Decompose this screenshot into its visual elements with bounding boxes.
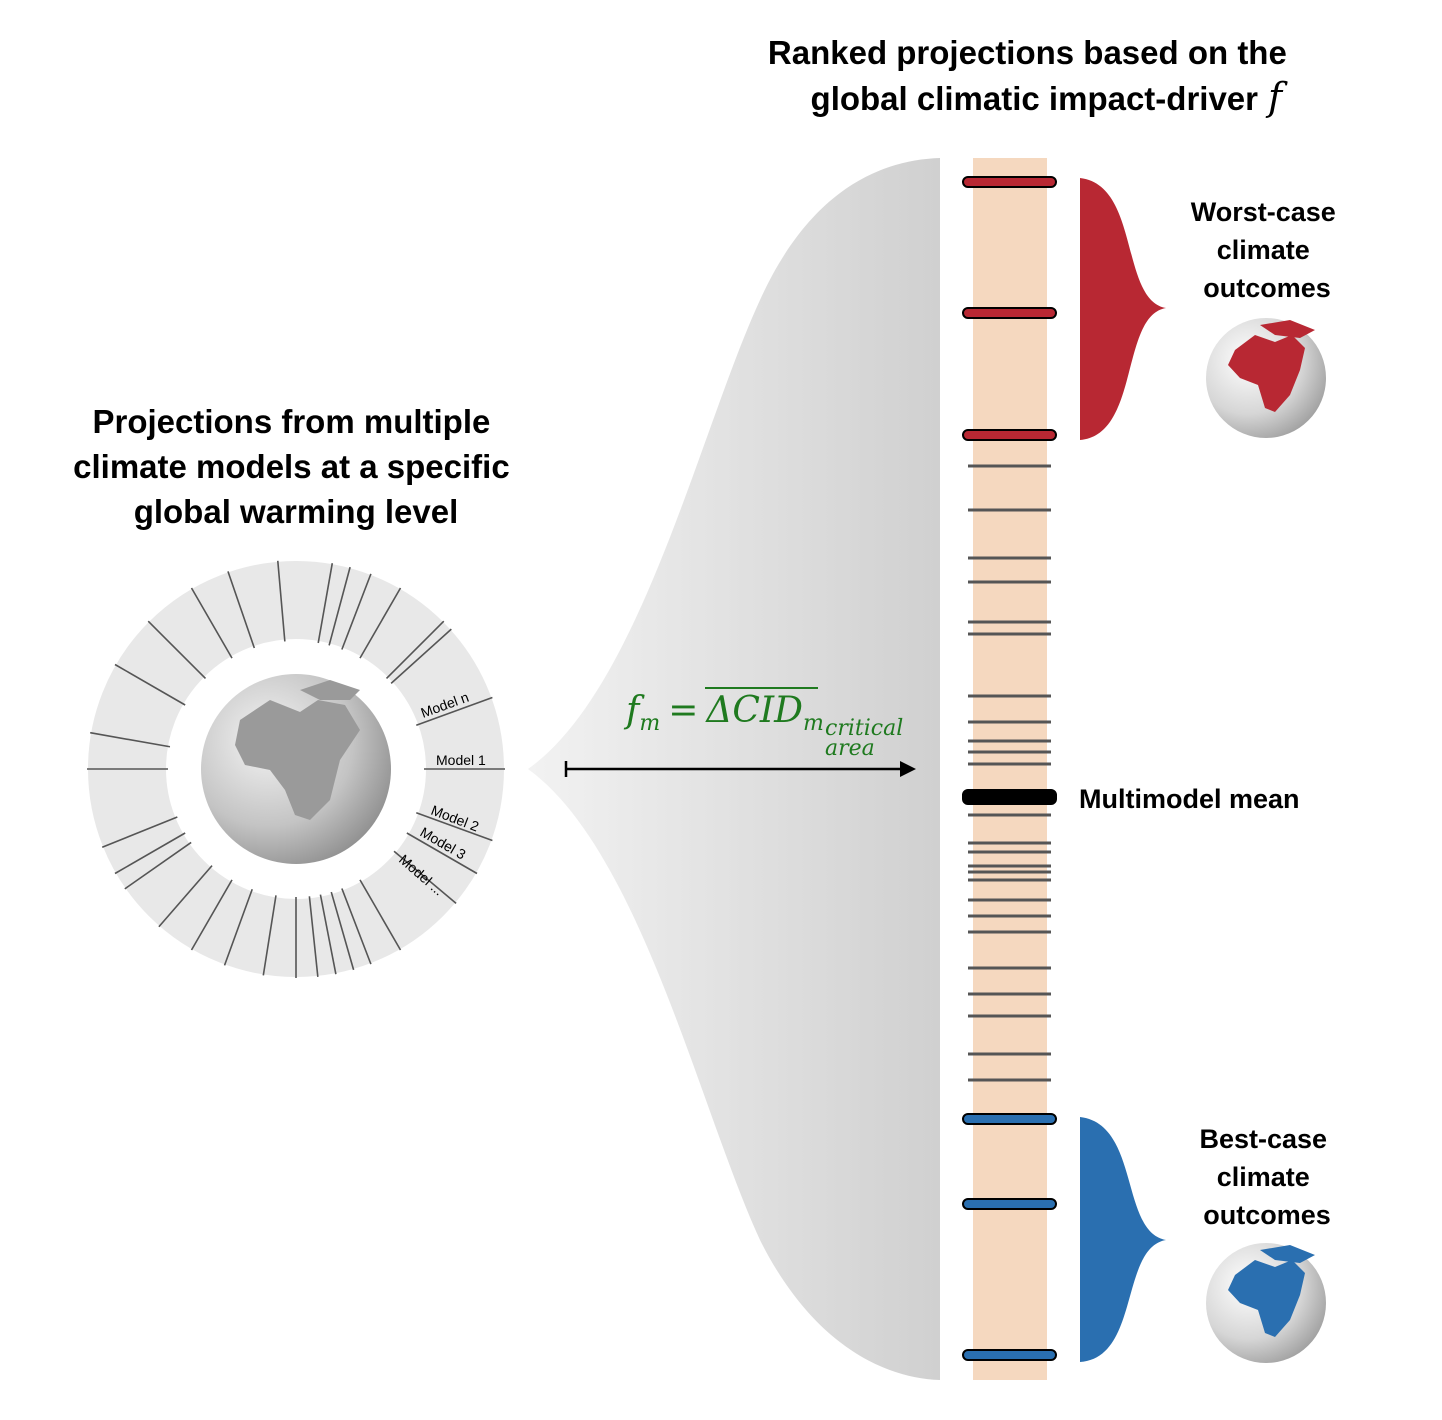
model-tick (319, 894, 337, 975)
globe-best-case (1206, 1243, 1326, 1363)
ranking-band (973, 158, 1047, 1380)
model-tick (341, 573, 372, 650)
model-tick (276, 560, 286, 642)
model-tick (416, 812, 493, 842)
multimodel-mean-bar (962, 789, 1057, 805)
model-tick (341, 888, 372, 965)
model-tick (90, 731, 171, 748)
model-tick (390, 628, 452, 684)
label-model-1: Model 1 (436, 752, 486, 768)
model-tick (190, 587, 233, 659)
model-ring (87, 560, 505, 978)
formula: fm=ΔCIDm (623, 690, 824, 736)
model-tick (223, 889, 253, 966)
left-title: Projections from multiple climate models… (73, 403, 519, 530)
formula-subscript-area: area (825, 736, 875, 761)
model-tick (227, 571, 256, 649)
model-tick (147, 620, 207, 680)
best-case-bar (962, 1198, 1057, 1210)
best-case-bar (962, 1113, 1057, 1125)
model-tick (262, 895, 277, 976)
model-tick (101, 816, 178, 849)
worst-case-bar (962, 429, 1057, 441)
model-tick (328, 566, 351, 646)
worst-case-brace (1080, 178, 1166, 440)
model-tick (416, 696, 493, 726)
model-tick (114, 832, 186, 875)
model-tick (308, 896, 319, 977)
worst-case-bar (962, 307, 1057, 319)
best-case-bar (962, 1349, 1057, 1361)
globe-grey (201, 674, 391, 864)
right-title-symbol: f (1265, 75, 1288, 119)
globe-worst-case (1206, 318, 1326, 438)
ranking-arrow (564, 761, 916, 777)
model-tick (317, 563, 334, 644)
worst-case-label: Worst-case climate outcomes (1191, 197, 1344, 303)
worst-case-bar (962, 176, 1057, 188)
model-tick (406, 832, 478, 875)
formula-subscript-critical: critical (825, 716, 903, 741)
model-tick (124, 841, 192, 890)
model-tick (385, 620, 445, 680)
model-tick (330, 891, 355, 971)
best-case-label: Best-case climate outcomes (1199, 1124, 1334, 1230)
best-case-brace (1080, 1117, 1166, 1362)
model-tick (158, 865, 213, 928)
right-title: Ranked projections based on the global c… (768, 34, 1296, 117)
model-tick (359, 587, 402, 659)
model-tick (190, 879, 233, 951)
model-tick (359, 879, 402, 951)
model-tick (114, 663, 186, 706)
multimodel-mean-label: Multimodel mean (1079, 784, 1300, 814)
model-tick (393, 850, 457, 904)
